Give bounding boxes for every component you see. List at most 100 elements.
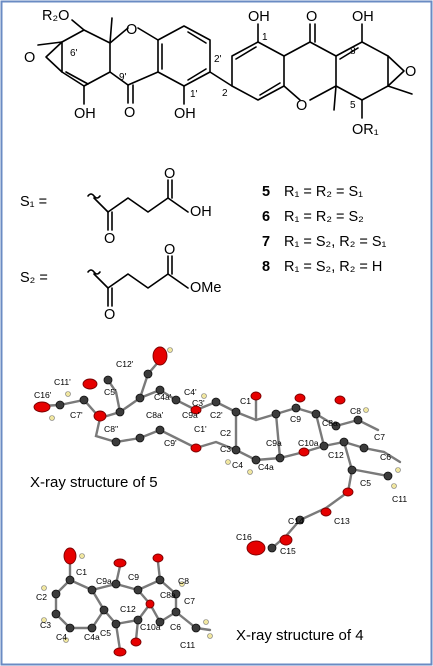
epoxide-oxygen-left: O: [24, 50, 35, 66]
compound-definition: R₁ = S₂, R₂ = H: [284, 259, 382, 275]
xray4-carbon: [171, 607, 181, 617]
xray4-carbon: [51, 609, 61, 619]
xray4-atom-label: C5: [100, 628, 111, 638]
xray4-carbon: [171, 589, 181, 599]
xray4-carbon: [99, 605, 109, 615]
dimer-structure: R₂O O OH O OH OH O OH O O O OR₁ 6' 9' 2'…: [24, 8, 416, 138]
xray4-atom-label: C6: [170, 622, 181, 632]
xray5-oxygen-atoms: [33, 346, 354, 556]
xray5-atom-label: C7: [374, 432, 385, 442]
xray5-oxygen: [294, 393, 306, 403]
xray5-carbon-atoms: [55, 369, 393, 553]
xray-structure-4: C1 C9 C2 C9a C8a C8 C7 C12 C3 C10a C4 C4…: [36, 547, 364, 657]
ring-oxygen-left: O: [126, 22, 137, 38]
xray5-atom-label: C8'': [104, 424, 119, 434]
xray4-carbon: [87, 585, 97, 595]
xray5-carbon: [211, 397, 221, 407]
xray5-oxygen: [298, 447, 310, 457]
keto-oxygen-right: O: [306, 9, 317, 25]
locant-5: 5: [350, 100, 356, 111]
xray4-carbon: [65, 623, 75, 633]
xray5-atom-label: C7': [70, 410, 83, 420]
compound-number: 6: [262, 209, 270, 225]
xray4-hydrogen: [179, 581, 185, 587]
xray5-carbon: [135, 393, 145, 403]
xray5-atom-label: C2: [220, 428, 231, 438]
compound-number: 5: [262, 184, 270, 200]
compound-number: 8: [262, 259, 270, 275]
xray5-carbon: [291, 403, 301, 413]
xray4-oxygen: [113, 558, 127, 568]
xray5-oxygen: [93, 410, 107, 422]
xray5-atom-label: C3': [192, 398, 205, 408]
xray5-atom-label: C14: [288, 516, 304, 526]
xray5-atom-label: C5': [104, 387, 117, 397]
xray5-carbon: [111, 437, 121, 447]
xray5-atom-label: C6: [380, 452, 391, 462]
xray4-oxygen-atoms: [63, 547, 164, 657]
xray5-carbon: [271, 409, 281, 419]
xray5-atom-label: C10a: [298, 438, 319, 448]
xray4-hydrogen: [63, 637, 69, 643]
locant-1prime: 1': [190, 89, 198, 100]
xray5-carbon: [311, 409, 321, 419]
xray5-carbon: [143, 369, 153, 379]
xray5-oxygen: [342, 487, 354, 497]
xray4-oxygen: [113, 647, 127, 657]
s2-label: S₂ =: [20, 270, 48, 286]
xray5-hydrogen: [65, 391, 71, 397]
xray5-hydrogen-atoms: [49, 347, 401, 489]
xray4-carbon: [191, 623, 201, 633]
xray4-atom-label: C9: [128, 572, 139, 582]
compound-list: 5 R₁ = R₂ = S₁ 6 R₁ = R₂ = S₂ 7 R₁ = S₂,…: [262, 184, 387, 275]
xray4-oxygen: [152, 553, 164, 563]
substituent-definitions: S₁ = O O OH S₂ = O O OMe 5 R₁ = R₂ = S₁ …: [20, 166, 387, 323]
xray4-hydrogen: [79, 553, 85, 559]
xray4-oxygen: [63, 547, 77, 565]
xray5-oxygen: [320, 507, 332, 517]
xray5-carbon: [55, 400, 65, 410]
xray5-oxygen: [334, 395, 346, 405]
s1-acid-o: O: [164, 166, 175, 182]
xray5-atom-label: C3: [220, 444, 231, 454]
s2-ester-o: O: [164, 242, 175, 258]
xray5-carbon: [79, 395, 89, 405]
compound-6: 6 R₁ = R₂ = S₂: [262, 209, 364, 225]
xray5-atom-label: C12': [116, 359, 134, 369]
xray4-oxygen: [145, 599, 155, 609]
xray4-carbon: [111, 619, 121, 629]
xray4-hydrogen: [41, 585, 47, 591]
xray4-atom-label: C3: [40, 620, 51, 630]
xray4-atom-label: C11: [180, 640, 195, 650]
xray5-oxygen: [190, 443, 202, 453]
xray4-atom-labels: C1 C9 C2 C9a C8a C8 C7 C12 C3 C10a C4 C4…: [36, 567, 195, 650]
xray5-carbon: [267, 543, 277, 553]
xray-structure-5: C12' C11' C5' C16' C7' C8'' C4a' C4' C8a…: [30, 346, 407, 556]
xray4-hydrogen: [41, 617, 47, 623]
xray5-atom-label: C8a': [146, 410, 164, 420]
s1-acid-oh: OH: [190, 204, 212, 220]
xray5-carbon: [135, 433, 145, 443]
xray5-carbon: [275, 453, 285, 463]
s1-label: S₁ =: [20, 194, 47, 210]
xray4-atom-label: C1: [76, 567, 87, 577]
xray5-hydrogen: [363, 407, 369, 413]
xray5-atom-label: C16': [34, 390, 52, 400]
xray4-carbon-atoms: [51, 575, 201, 633]
xray5-atom-label: C9a': [182, 410, 200, 420]
xray5-atom-label: C9': [164, 438, 177, 448]
xray5-carbon: [155, 385, 165, 395]
xray5-atom-label: C4a: [258, 462, 274, 472]
xray5-atom-label: C11: [392, 494, 407, 504]
s2-ketone-o: O: [104, 307, 115, 323]
xray4-oxygen: [130, 637, 142, 647]
xray4-hydrogen: [207, 633, 213, 639]
xray5-atom-labels: C12' C11' C5' C16' C7' C8'' C4a' C4' C8a…: [34, 359, 407, 556]
xray5-oxygen: [152, 346, 168, 366]
xray4-carbon: [133, 585, 143, 595]
or1-label: OR₁: [352, 122, 379, 138]
xray5-atom-label: C13: [334, 516, 350, 526]
xray5-carbon: [171, 395, 181, 405]
xray5-atom-label: C1': [194, 424, 207, 434]
xray5-atom-label: C8a: [322, 418, 338, 428]
